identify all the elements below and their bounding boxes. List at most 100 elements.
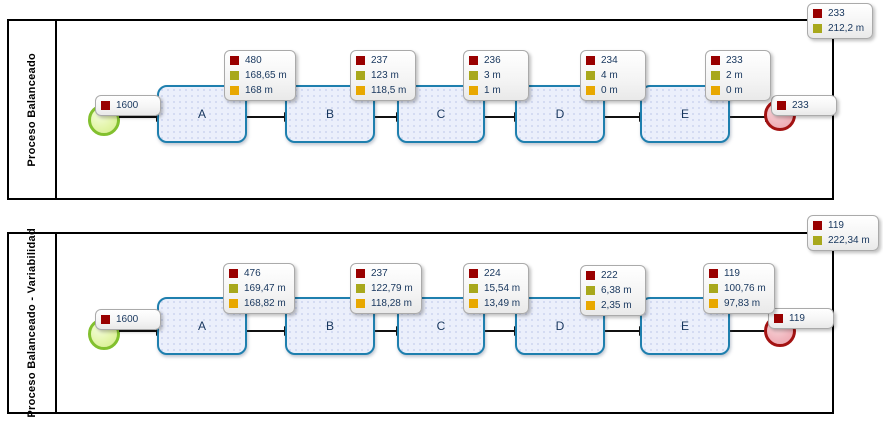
summary-time: 212,2 m (828, 23, 865, 34)
stat-count: 236 (484, 55, 501, 66)
stat-time1: 100,76 m (724, 283, 766, 294)
avg-time-marker-icon (469, 284, 478, 293)
task-label: C (436, 107, 446, 121)
avg-time-marker-icon (586, 286, 595, 295)
stat-time2: 0 m (726, 85, 743, 96)
sequence-flow (375, 112, 404, 122)
stat-time2: 0 m (601, 85, 618, 96)
summary-count-row: 119 (813, 218, 870, 233)
end-count: 119 (789, 313, 805, 324)
task-label: C (436, 319, 446, 333)
count-marker-icon (356, 56, 365, 65)
stat-count: 119 (724, 268, 740, 279)
stat-time1: 122,79 m (371, 283, 413, 294)
end-callout-lane2[interactable]: 119 (768, 308, 834, 329)
sequence-flow (119, 112, 164, 122)
count-marker-icon (356, 269, 365, 278)
avg-time-marker-icon (230, 71, 239, 80)
start-count: 1600 (116, 314, 139, 325)
end-callout-lane1[interactable]: 233 (771, 95, 837, 116)
stat-time2: 1 m (484, 85, 501, 96)
count-marker-icon (709, 269, 718, 278)
stat-count: 237 (371, 268, 388, 279)
task-label: B (325, 319, 334, 333)
task-d-callout-lane1[interactable]: 234 4 m 0 m (580, 50, 646, 101)
stat-time1: 6,38 m (601, 285, 632, 296)
stat-count: 237 (371, 55, 388, 66)
task-a-callout-lane1[interactable]: 480 168,65 m 168 m (224, 50, 296, 101)
wait-time-marker-icon (709, 299, 718, 308)
summary-count-row: 233 (813, 6, 864, 21)
stat-time2: 2,35 m (601, 300, 632, 311)
stat-time1: 4 m (601, 70, 618, 81)
avg-time-marker-icon (709, 284, 718, 293)
summary-count: 119 (828, 220, 844, 231)
lane-header-proceso-balanceado[interactable]: Proceso Balanceado (9, 21, 57, 198)
avg-time-marker-icon (356, 284, 365, 293)
avg-time-marker-icon (229, 284, 238, 293)
task-e-callout-lane2[interactable]: 119 100,76 m 97,83 m (703, 263, 775, 314)
sequence-flow (375, 326, 404, 336)
count-marker-icon (813, 221, 822, 230)
sequence-flow (247, 112, 292, 122)
task-a-callout-lane2[interactable]: 476 169,47 m 168,82 m (223, 263, 295, 314)
stat-time2: 168 m (245, 85, 273, 96)
task-label: D (555, 107, 565, 121)
wait-time-marker-icon (356, 86, 365, 95)
sequence-flow (247, 326, 292, 336)
task-d-callout-lane2[interactable]: 222 6,38 m 2,35 m (580, 265, 646, 316)
stat-count: 222 (601, 270, 618, 281)
stat-time2: 13,49 m (484, 298, 521, 309)
stat-count: 224 (484, 268, 501, 279)
count-marker-icon (101, 101, 110, 110)
start-callout-lane2[interactable]: 1600 (95, 309, 161, 330)
sequence-flow (605, 326, 647, 336)
task-label: D (555, 319, 565, 333)
wait-time-marker-icon (230, 86, 239, 95)
stat-time1: 169,47 m (244, 283, 286, 294)
count-marker-icon (101, 315, 110, 324)
pool1-summary-callout[interactable]: 233 212,2 m (807, 3, 874, 39)
stat-count: 234 (601, 55, 618, 66)
task-b-callout-lane2[interactable]: 237 122,79 m 118,28 m (350, 263, 422, 314)
stat-time2: 168,82 m (244, 298, 286, 309)
lane-header-variabilidad[interactable]: Proceso Balanceado - Variabilidad (9, 228, 57, 418)
sequence-flow (485, 326, 522, 336)
summary-count: 233 (828, 8, 845, 19)
count-marker-icon (586, 271, 595, 280)
task-b-callout-lane1[interactable]: 237 123 m 118,5 m (350, 50, 416, 101)
wait-time-marker-icon (586, 301, 595, 310)
task-e-callout-lane1[interactable]: 233 2 m 0 m (705, 50, 771, 101)
avg-time-marker-icon (586, 71, 595, 80)
end-count: 233 (792, 100, 809, 111)
task-b-lane1[interactable]: B (285, 85, 375, 143)
avg-time-marker-icon (813, 24, 822, 33)
task-label: E (680, 319, 689, 333)
count-marker-icon (777, 101, 786, 110)
task-label: A (197, 107, 206, 121)
count-marker-icon (469, 56, 478, 65)
task-c-callout-lane1[interactable]: 236 3 m 1 m (463, 50, 529, 101)
task-c-callout-lane2[interactable]: 224 15,54 m 13,49 m (463, 263, 530, 314)
sequence-flow (485, 112, 522, 122)
count-marker-icon (586, 56, 595, 65)
pool2-summary-callout[interactable]: 119 222,34 m (807, 215, 879, 251)
sequence-flow (605, 112, 647, 122)
stat-time1: 15,54 m (484, 283, 521, 294)
wait-time-marker-icon (711, 86, 720, 95)
stat-time1: 2 m (726, 70, 743, 81)
lane-title: Proceso Balanceado (26, 52, 38, 167)
start-callout-lane1[interactable]: 1600 (95, 95, 161, 116)
sequence-flow (119, 326, 164, 336)
summary-time-row: 212,2 m (813, 21, 864, 36)
avg-time-marker-icon (469, 71, 478, 80)
count-marker-icon (229, 269, 238, 278)
start-count: 1600 (116, 100, 139, 111)
task-label: E (680, 107, 689, 121)
sequence-flow (730, 112, 773, 122)
wait-time-marker-icon (469, 299, 478, 308)
stat-time2: 118,5 m (371, 85, 407, 96)
sequence-flow (730, 326, 773, 336)
wait-time-marker-icon (469, 86, 478, 95)
